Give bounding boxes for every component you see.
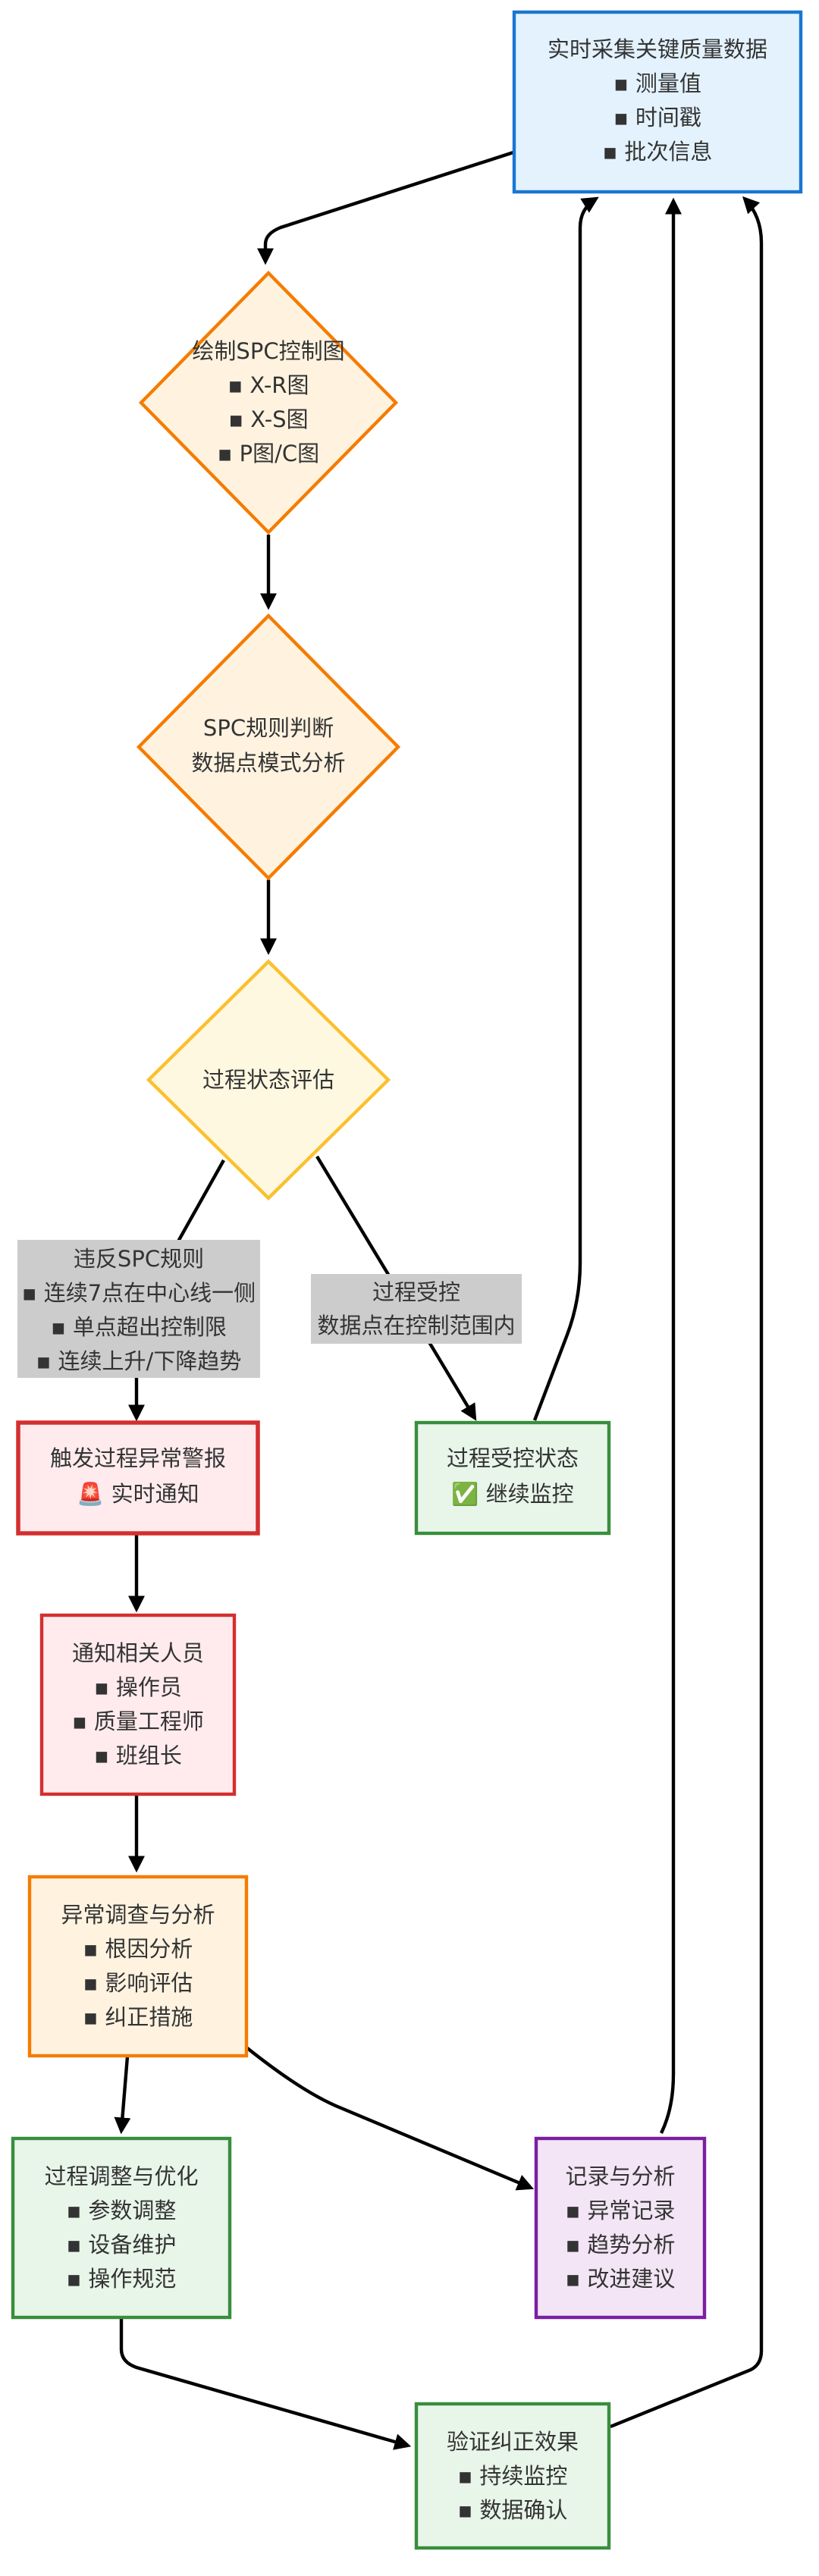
node-draw-spc-chart-item: ▪ X-R图 — [228, 372, 309, 398]
node-in-control-item: ✅ 继续监控 — [451, 1481, 573, 1507]
node-process-adjustment: 过程调整与优化 ▪ 参数调整 ▪ 设备维护 ▪ 操作规范 — [11, 2136, 232, 2320]
edge-verify-to-collect — [610, 196, 764, 2429]
edge-label-violation: 违反SPC规则 ▪ 连续7点在中心线一侧 ▪ 单点超出控制限 ▪ 连续上升/下降… — [17, 1240, 260, 1378]
node-spc-rules-title: SPC规则判断 — [203, 715, 334, 741]
edge-label-violation-item: ▪ 单点超出控制限 — [51, 1314, 227, 1340]
node-draw-spc-chart: 绘制SPC控制图 ▪ X-R图 ▪ X-S图 ▪ P图/C图 — [138, 270, 399, 535]
node-collect-data-box — [512, 10, 803, 194]
node-spc-rules-diamond — [136, 613, 401, 881]
edge-label-violation-title: 违反SPC规则 — [74, 1246, 204, 1272]
node-verify-correction-title: 验证纠正效果 — [447, 2429, 579, 2455]
node-draw-spc-chart-diamond — [138, 270, 399, 535]
node-in-control: 过程受控状态 ✅ 继续监控 — [414, 1420, 611, 1536]
node-alarm-title: 触发过程异常警报 — [50, 1445, 226, 1471]
edges — [114, 149, 764, 2450]
edge-in-control-to-collect — [532, 196, 599, 1421]
node-collect-data-item: ▪ 测量值 — [613, 71, 701, 96]
node-verify-correction-item: ▪ 持续监控 — [458, 2463, 568, 2489]
node-record-analysis: 记录与分析 ▪ 异常记录 ▪ 趋势分析 ▪ 改进建议 — [534, 2136, 707, 2320]
node-spc-rules: SPC规则判断 数据点模式分析 — [136, 613, 401, 881]
node-investigation: 异常调查与分析 ▪ 根因分析 ▪ 影响评估 ▪ 纠正措施 — [27, 1875, 249, 2058]
node-process-adjustment-item: ▪ 设备维护 — [67, 2232, 177, 2258]
node-record-analysis-box — [534, 2136, 707, 2320]
node-draw-spc-chart-item: ▪ X-S图 — [228, 406, 308, 432]
node-alarm-box — [16, 1420, 260, 1536]
node-investigation-title: 异常调查与分析 — [61, 1902, 215, 1928]
node-collect-data-title: 实时采集关键质量数据 — [548, 36, 767, 62]
edge-label-controlled: 过程受控 数据点在控制范围内 — [311, 1274, 522, 1344]
node-investigation-item: ▪ 影响评估 — [83, 1970, 193, 1996]
node-notify-personnel-box — [39, 1613, 237, 1796]
node-alarm: 触发过程异常警报 🚨 实时通知 — [16, 1420, 260, 1536]
node-notify-personnel-item: ▪ 班组长 — [94, 1743, 182, 1768]
edge-label-controlled-title: 过程受控 — [372, 1279, 460, 1305]
node-process-adjustment-box — [11, 2136, 232, 2320]
node-record-analysis-item: ▪ 趋势分析 — [566, 2232, 676, 2258]
node-collect-data-item: ▪ 时间戳 — [613, 105, 701, 130]
edge-record-to-collect — [660, 197, 682, 2134]
node-process-adjustment-item: ▪ 参数调整 — [67, 2198, 177, 2223]
node-process-evaluation-title: 过程状态评估 — [202, 1067, 334, 1093]
edge-collect-to-draw-chart — [257, 149, 516, 265]
edge-evaluate-to-in-control — [315, 1155, 477, 1421]
node-in-control-title: 过程受控状态 — [447, 1445, 579, 1471]
node-record-analysis-item: ▪ 改进建议 — [566, 2266, 676, 2292]
edge-label-controlled-bg — [311, 1274, 522, 1344]
node-process-evaluation-diamond — [146, 959, 391, 1201]
node-record-analysis-title: 记录与分析 — [565, 2163, 675, 2189]
node-record-analysis-item: ▪ 异常记录 — [566, 2198, 676, 2223]
node-in-control-box — [414, 1420, 611, 1536]
edge-investigate-to-record — [245, 2046, 535, 2191]
node-process-evaluation: 过程状态评估 — [146, 959, 391, 1201]
edge-label-controlled-item: 数据点在控制范围内 — [317, 1313, 515, 1338]
edge-label-violation-bg — [17, 1240, 260, 1378]
node-draw-spc-chart-item: ▪ P图/C图 — [218, 441, 319, 466]
node-investigation-box — [27, 1875, 249, 2058]
node-process-adjustment-item: ▪ 操作规范 — [67, 2266, 177, 2292]
node-spc-rules-item: 数据点模式分析 — [191, 750, 345, 776]
node-notify-personnel: 通知相关人员 ▪ 操作员 ▪ 质量工程师 ▪ 班组长 — [39, 1613, 237, 1796]
node-verify-correction-box — [414, 2402, 611, 2550]
node-notify-personnel-item: ▪ 操作员 — [94, 1674, 182, 1700]
node-verify-correction: 验证纠正效果 ▪ 持续监控 ▪ 数据确认 — [414, 2402, 611, 2550]
node-investigation-item: ▪ 根因分析 — [83, 1936, 193, 1962]
node-notify-personnel-item: ▪ 质量工程师 — [72, 1708, 204, 1734]
node-alarm-item: 🚨 实时通知 — [77, 1481, 199, 1507]
edge-label-violation-item: ▪ 连续上升/下降趋势 — [36, 1348, 242, 1374]
edge-label-violation-item: ▪ 连续7点在中心线一侧 — [22, 1280, 256, 1306]
edge-investigate-to-adjust — [114, 2056, 131, 2135]
node-collect-data-item: ▪ 批次信息 — [603, 139, 713, 165]
node-process-adjustment-title: 过程调整与优化 — [44, 2163, 198, 2189]
node-notify-personnel-title: 通知相关人员 — [72, 1640, 204, 1666]
node-collect-data: 实时采集关键质量数据 ▪ 测量值 ▪ 时间戳 ▪ 批次信息 — [512, 10, 803, 194]
node-investigation-item: ▪ 纠正措施 — [83, 2004, 193, 2030]
node-draw-spc-chart-title: 绘制SPC控制图 — [192, 338, 344, 364]
edge-adjust-to-verify — [119, 2319, 412, 2450]
node-verify-correction-item: ▪ 数据确认 — [458, 2497, 568, 2523]
